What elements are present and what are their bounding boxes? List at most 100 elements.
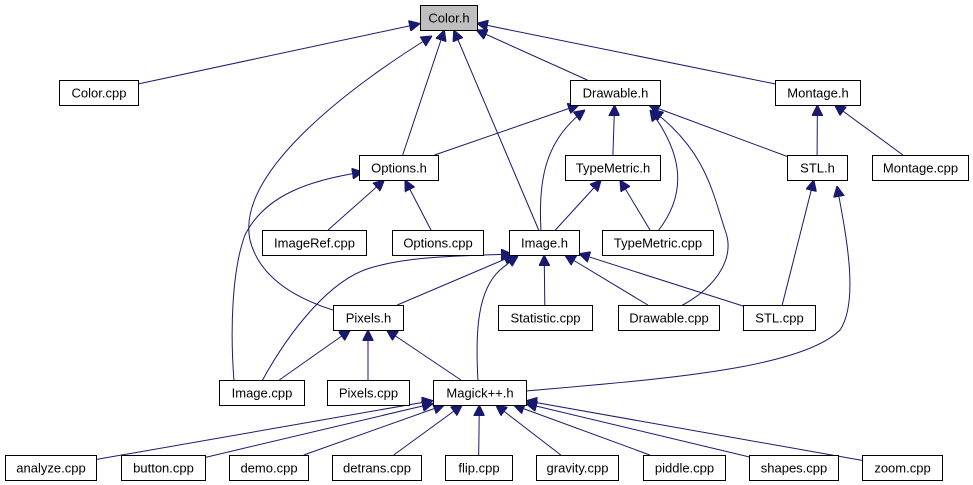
node-options-h[interactable]: Options.h bbox=[359, 155, 439, 181]
edge-statistic-cpp-to-image-h bbox=[544, 255, 545, 306]
edge-montage-h-to-color-h bbox=[477, 23, 776, 85]
node-gravity-cpp[interactable]: gravity.cpp bbox=[536, 455, 619, 481]
node-label: zoom.cpp bbox=[874, 461, 930, 476]
node-image-cpp[interactable]: Image.cpp bbox=[219, 380, 305, 406]
node-statistic-cpp[interactable]: Statistic.cpp bbox=[498, 305, 593, 331]
node-box bbox=[229, 455, 309, 481]
node-label: analyze.cpp bbox=[16, 461, 85, 476]
node-shapes-cpp[interactable]: shapes.cpp bbox=[749, 455, 839, 481]
node-magickpp-h[interactable]: Magick++.h bbox=[433, 380, 527, 406]
node-box bbox=[775, 80, 861, 106]
node-detrans-cpp[interactable]: detrans.cpp bbox=[332, 455, 422, 481]
node-box bbox=[643, 455, 726, 481]
edge-magickpp-h-to-image-h bbox=[476, 256, 518, 382]
node-color-h[interactable]: Color.h bbox=[420, 5, 478, 31]
node-label: Montage.h bbox=[787, 86, 848, 101]
edge-piddle-cpp-to-magickpp-h bbox=[514, 405, 651, 456]
node-label: TypeMetric.h bbox=[576, 161, 650, 176]
node-label: gravity.cpp bbox=[547, 461, 609, 476]
edge-magickpp-h-to-pixels-h bbox=[387, 330, 462, 381]
edge-analyze-cpp-to-magickpp-h bbox=[95, 401, 433, 460]
edge-typemetric-h-to-drawable-h bbox=[613, 105, 615, 156]
edge-pixels-h-to-color-h bbox=[248, 36, 432, 312]
node-box bbox=[570, 80, 661, 106]
edge-stl-cpp-to-image-h bbox=[579, 254, 744, 307]
node-label: demo.cpp bbox=[240, 461, 297, 476]
node-box bbox=[872, 155, 969, 181]
edge-color-cpp-to-color-h bbox=[137, 24, 420, 85]
node-box bbox=[862, 455, 943, 481]
node-box bbox=[509, 230, 580, 256]
node-color-cpp[interactable]: Color.cpp bbox=[59, 80, 139, 106]
edge-image-cpp-to-options-h bbox=[231, 172, 363, 382]
node-box bbox=[121, 455, 206, 481]
node-piddle-cpp[interactable]: piddle.cpp bbox=[643, 455, 726, 481]
edge-typemetric-cpp-to-typemetric-h bbox=[620, 180, 651, 231]
edge-image-h-to-drawable-h bbox=[539, 110, 585, 232]
node-drawable-cpp[interactable]: Drawable.cpp bbox=[618, 305, 720, 331]
node-label: ImageRef.cpp bbox=[274, 236, 355, 251]
edge-demo-cpp-to-magickpp-h bbox=[303, 405, 445, 456]
edge-options-h-to-drawable-h bbox=[434, 105, 579, 156]
node-box bbox=[420, 5, 478, 31]
node-box bbox=[498, 305, 593, 331]
node-image-h[interactable]: Image.h bbox=[509, 230, 580, 256]
node-label: Statistic.cpp bbox=[510, 311, 580, 326]
node-zoom-cpp[interactable]: zoom.cpp bbox=[862, 455, 943, 481]
edge-drawable-h-to-color-h bbox=[476, 30, 588, 81]
node-label: TypeMetric.cpp bbox=[614, 236, 702, 251]
node-imageref-cpp[interactable]: ImageRef.cpp bbox=[262, 230, 367, 256]
node-box bbox=[333, 305, 404, 331]
node-drawable-h[interactable]: Drawable.h bbox=[570, 80, 661, 106]
node-box bbox=[5, 455, 97, 481]
edge-drawable-cpp-to-drawable-h bbox=[652, 110, 729, 307]
node-label: Image.cpp bbox=[232, 386, 293, 401]
node-label: Image.h bbox=[521, 236, 568, 251]
edge-detrans-cpp-to-magickpp-h bbox=[393, 405, 463, 456]
node-box bbox=[749, 455, 839, 481]
node-label: Options.h bbox=[371, 161, 427, 176]
node-label: Montage.cpp bbox=[883, 161, 958, 176]
node-options-cpp[interactable]: Options.cpp bbox=[392, 230, 484, 256]
node-box bbox=[743, 305, 816, 331]
node-stl-h[interactable]: STL.h bbox=[787, 155, 848, 181]
edge-options-cpp-to-options-h bbox=[405, 180, 432, 231]
node-montage-h[interactable]: Montage.h bbox=[775, 80, 861, 106]
node-montage-cpp[interactable]: Montage.cpp bbox=[872, 155, 969, 181]
node-label: Color.cpp bbox=[72, 86, 127, 101]
edge-typemetric-cpp-to-drawable-h bbox=[650, 110, 679, 232]
node-label: Drawable.cpp bbox=[629, 311, 709, 326]
node-analyze-cpp[interactable]: analyze.cpp bbox=[5, 455, 97, 481]
edge-zoom-cpp-to-magickpp-h bbox=[526, 401, 863, 461]
edge-imageref-cpp-to-options-h bbox=[327, 180, 384, 231]
node-pixels-cpp[interactable]: Pixels.cpp bbox=[327, 380, 410, 406]
node-label: STL.h bbox=[800, 161, 835, 176]
node-label: button.cpp bbox=[133, 461, 194, 476]
node-pixels-h[interactable]: Pixels.h bbox=[333, 305, 404, 331]
node-label: Pixels.cpp bbox=[339, 386, 398, 401]
node-box bbox=[602, 230, 714, 256]
node-box bbox=[219, 380, 305, 406]
node-demo-cpp[interactable]: demo.cpp bbox=[229, 455, 309, 481]
edge-flip-cpp-to-magickpp-h bbox=[479, 405, 480, 456]
node-label: Options.cpp bbox=[403, 236, 472, 251]
node-box bbox=[392, 230, 484, 256]
edge-image-h-to-typemetric-h bbox=[555, 180, 601, 231]
edge-pixels-h-to-image-h bbox=[397, 255, 514, 306]
node-flip-cpp[interactable]: flip.cpp bbox=[445, 455, 513, 481]
node-box bbox=[618, 305, 720, 331]
node-stl-cpp[interactable]: STL.cpp bbox=[743, 305, 816, 331]
node-label: flip.cpp bbox=[458, 461, 499, 476]
node-box bbox=[59, 80, 139, 106]
edge-gravity-cpp-to-magickpp-h bbox=[496, 405, 562, 456]
node-label: STL.cpp bbox=[755, 311, 803, 326]
node-typemetric-cpp[interactable]: TypeMetric.cpp bbox=[602, 230, 714, 256]
node-box bbox=[332, 455, 422, 481]
edge-montage-cpp-to-montage-h bbox=[835, 105, 904, 156]
node-label: Magick++.h bbox=[446, 386, 513, 401]
node-button-cpp[interactable]: button.cpp bbox=[121, 455, 206, 481]
edge-options-h-to-color-h bbox=[402, 30, 445, 156]
edge-stl-cpp-to-stl-h bbox=[781, 180, 814, 306]
node-typemetric-h[interactable]: TypeMetric.h bbox=[565, 155, 661, 181]
edge-drawable-cpp-to-image-h bbox=[565, 255, 649, 306]
